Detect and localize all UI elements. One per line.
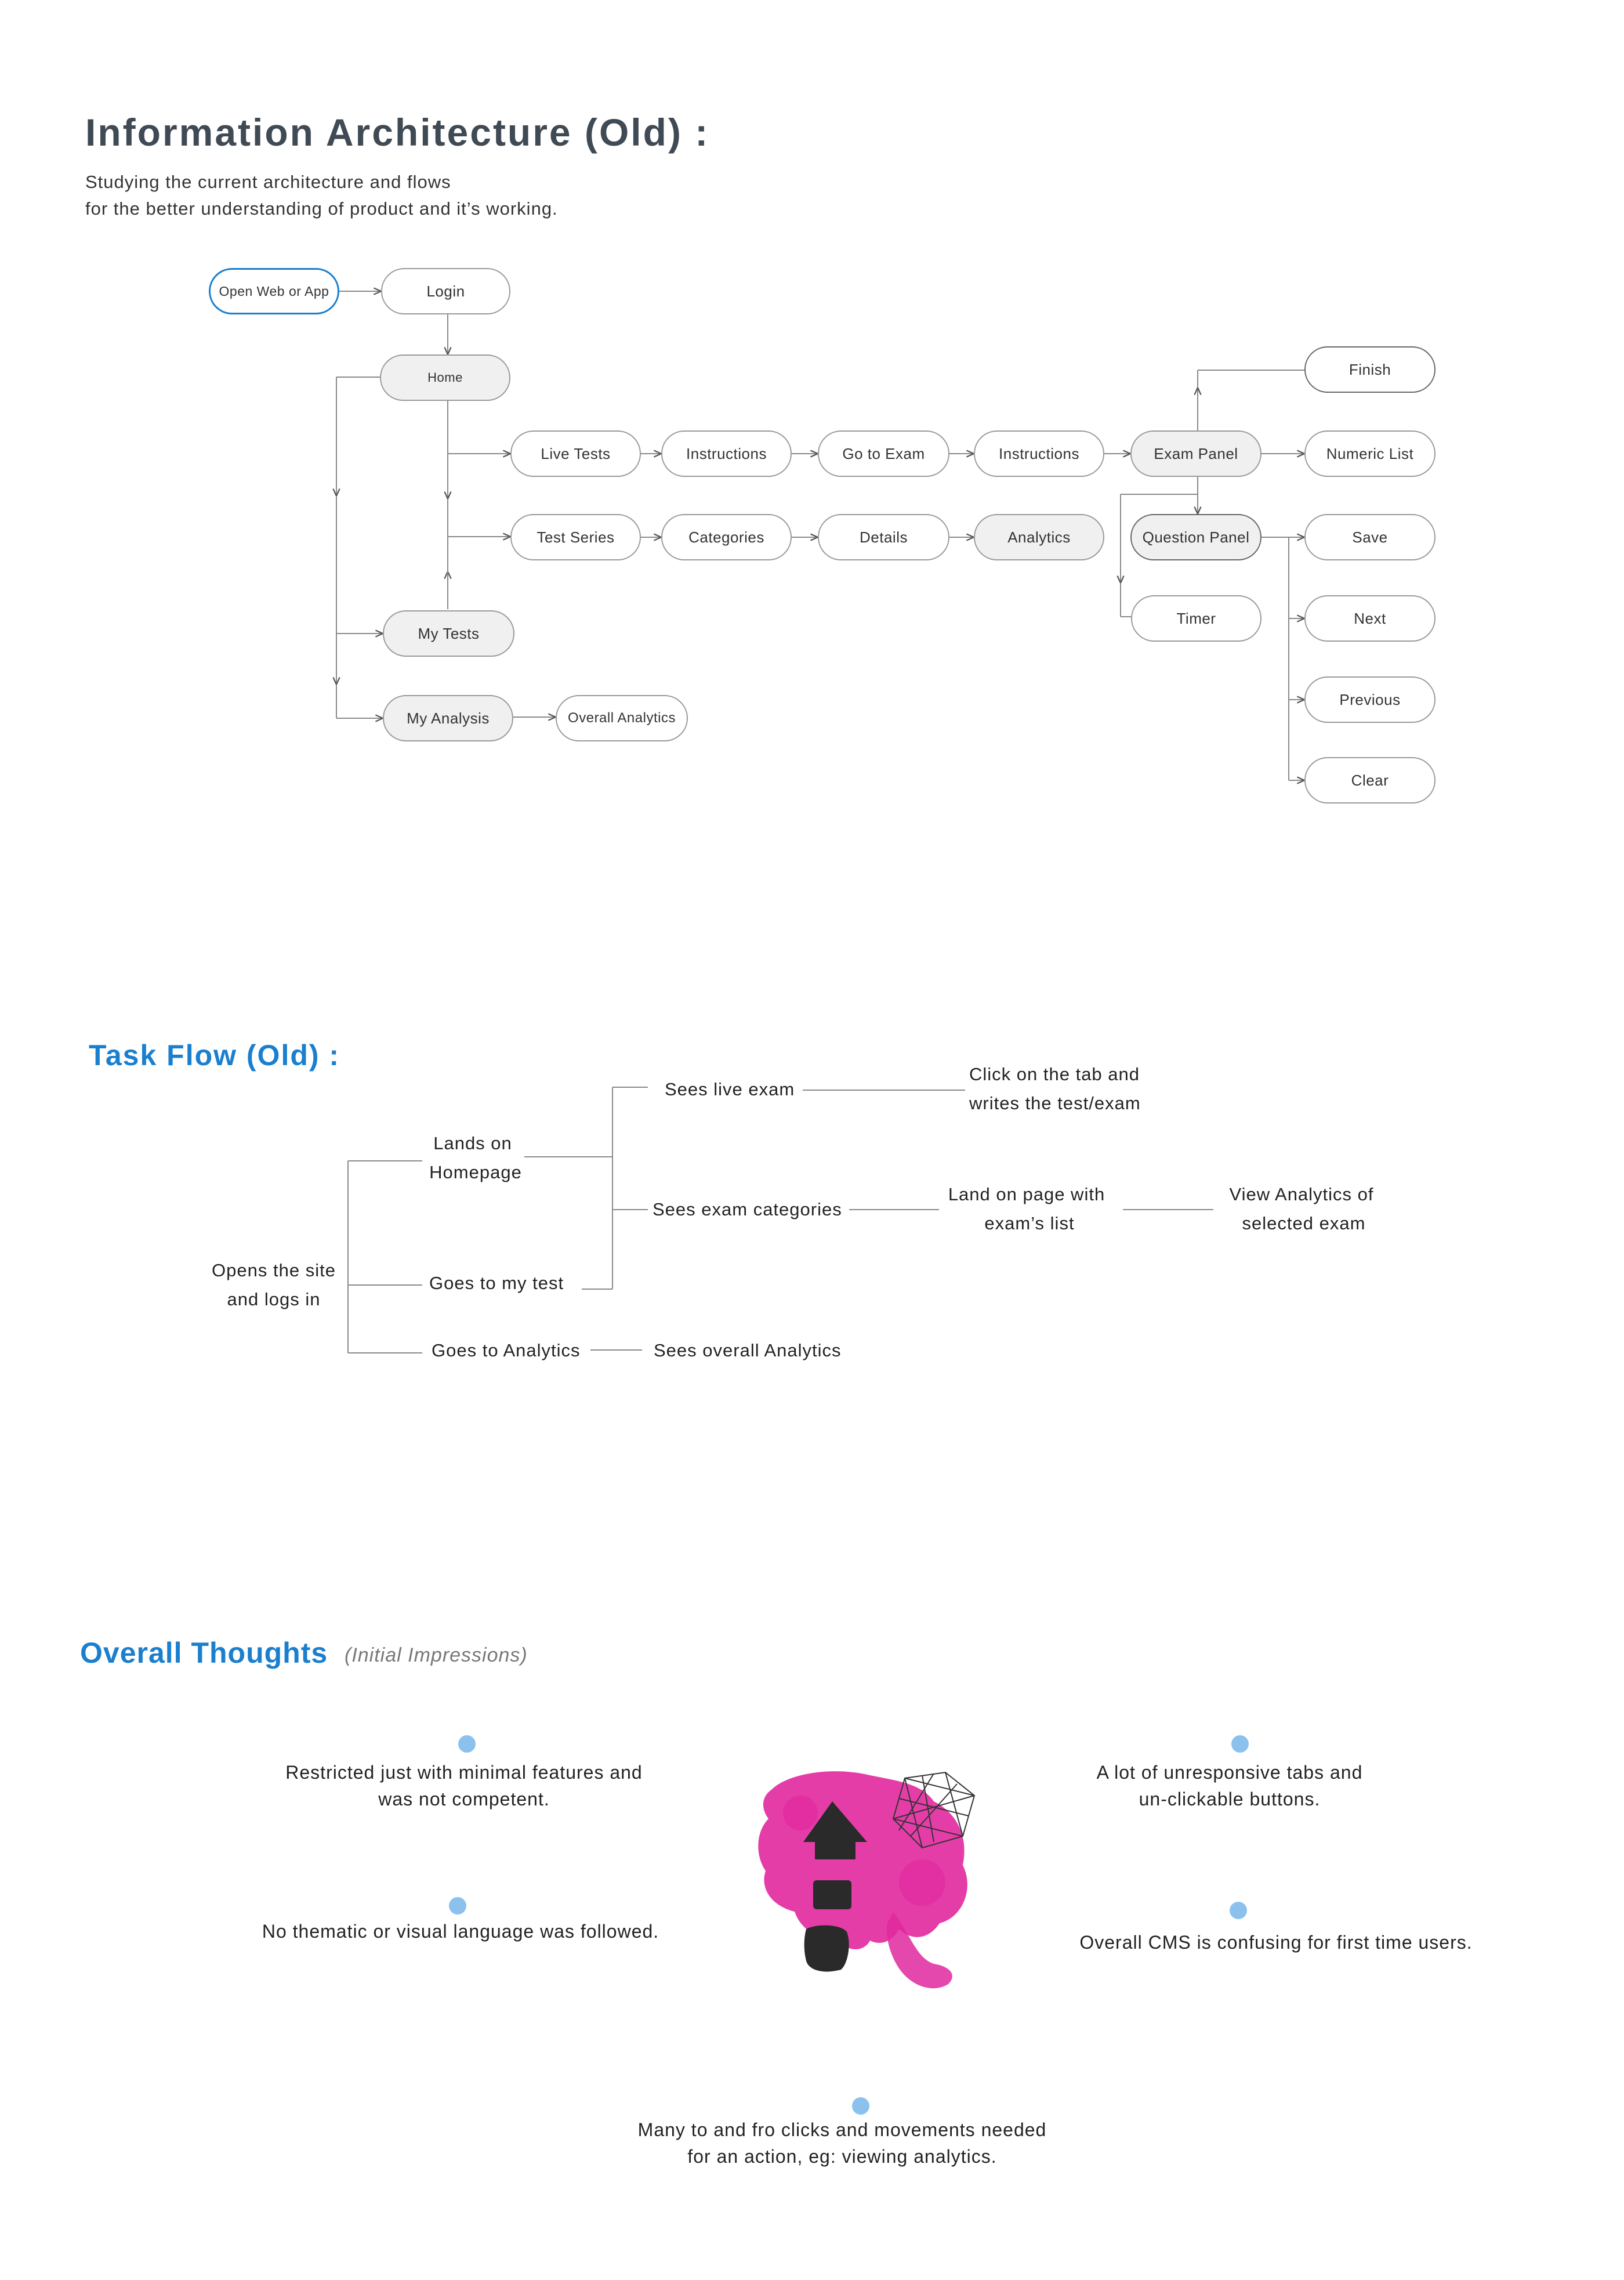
node-exam-panel: Exam Panel bbox=[1130, 430, 1262, 477]
node-timer: Timer bbox=[1131, 595, 1262, 642]
tf-click-tab-2: writes the test/exam bbox=[969, 1093, 1141, 1113]
ink-illustration bbox=[758, 1771, 976, 1989]
node-instructions-1: Instructions bbox=[661, 430, 792, 477]
thought-bullet-1 bbox=[458, 1735, 476, 1753]
thought-3: No thematic or visual language was follo… bbox=[262, 1918, 659, 1945]
node-save: Save bbox=[1304, 514, 1436, 560]
thought-5: Many to and fro clicks and movements nee… bbox=[638, 2116, 1047, 2170]
thought-2: A lot of unresponsive tabs and un-clicka… bbox=[1097, 1759, 1363, 1812]
ia-connectors bbox=[0, 0, 1304, 841]
thought-1-line1: Restricted just with minimal features an… bbox=[285, 1762, 643, 1783]
node-go-to-exam: Go to Exam bbox=[818, 430, 949, 477]
node-numeric-list: Numeric List bbox=[1304, 430, 1436, 477]
node-open-web-or-app: Open Web or App bbox=[209, 268, 339, 314]
task-flow-title: Task Flow (Old) : bbox=[89, 1039, 340, 1072]
node-home: Home bbox=[380, 354, 510, 401]
ia-subtitle-line2: for the better understanding of product … bbox=[85, 198, 558, 219]
tf-view-analytics-1: View Analytics of bbox=[1229, 1184, 1374, 1204]
node-login: Login bbox=[381, 268, 510, 314]
node-question-panel: Question Panel bbox=[1130, 514, 1262, 560]
tf-land-page-2: exam’s list bbox=[984, 1213, 1075, 1233]
thought-1-line2: was not competent. bbox=[378, 1789, 550, 1809]
tf-click-tab-1: Click on the tab and bbox=[969, 1064, 1140, 1084]
node-overall-analytics: Overall Analytics bbox=[556, 695, 688, 741]
tf-sees-overall: Sees overall Analytics bbox=[654, 1340, 842, 1360]
tf-goes-analytics: Goes to Analytics bbox=[432, 1340, 581, 1360]
thought-bullet-3 bbox=[449, 1897, 466, 1915]
thought-4: Overall CMS is confusing for first time … bbox=[1079, 1929, 1472, 1956]
tf-sees-categories: Sees exam categories bbox=[652, 1199, 842, 1219]
tf-opens-site-2: and logs in bbox=[227, 1289, 321, 1309]
node-finish: Finish bbox=[1304, 346, 1436, 393]
thought-4-line1: Overall CMS is confusing for first time … bbox=[1079, 1932, 1473, 1953]
tf-land-page-1: Land on page with bbox=[948, 1184, 1105, 1204]
tf-sees-live: Sees live exam bbox=[665, 1079, 795, 1099]
node-categories: Categories bbox=[661, 514, 792, 560]
thought-3-line1: No thematic or visual language was follo… bbox=[262, 1921, 659, 1942]
node-my-tests: My Tests bbox=[383, 610, 514, 657]
thought-1: Restricted just with minimal features an… bbox=[285, 1759, 642, 1812]
node-details: Details bbox=[818, 514, 949, 560]
tf-lands-on-1: Lands on bbox=[433, 1133, 512, 1153]
thought-bullet-5 bbox=[852, 2097, 869, 2115]
task-flow-connectors bbox=[347, 1087, 1213, 1353]
node-live-tests: Live Tests bbox=[510, 430, 641, 477]
node-instructions-2: Instructions bbox=[974, 430, 1104, 477]
thought-5-line1: Many to and fro clicks and movements nee… bbox=[637, 2119, 1047, 2140]
overall-thoughts-note: (Initial Impressions) bbox=[345, 1644, 528, 1666]
thought-5-line2: for an action, eg: viewing analytics. bbox=[687, 2146, 997, 2167]
node-clear: Clear bbox=[1304, 757, 1436, 804]
thought-bullet-2 bbox=[1231, 1735, 1249, 1753]
ia-subtitle-line1: Studying the current architecture and fl… bbox=[85, 172, 451, 192]
tf-opens-site-1: Opens the site bbox=[212, 1260, 336, 1280]
node-analytics: Analytics bbox=[974, 514, 1104, 560]
thought-2-line1: A lot of unresponsive tabs and bbox=[1096, 1762, 1363, 1783]
tf-lands-on-2: Homepage bbox=[429, 1162, 522, 1182]
overall-thoughts-title: Overall Thoughts bbox=[80, 1637, 328, 1669]
node-my-analysis: My Analysis bbox=[383, 695, 513, 741]
node-next: Next bbox=[1304, 595, 1436, 642]
ia-title: Information Architecture (Old) : bbox=[85, 111, 710, 154]
node-test-series: Test Series bbox=[510, 514, 641, 560]
thought-2-line2: un-clickable buttons. bbox=[1139, 1789, 1321, 1809]
tf-goes-my-test: Goes to my test bbox=[429, 1273, 564, 1293]
node-previous: Previous bbox=[1304, 676, 1436, 723]
tf-view-analytics-2: selected exam bbox=[1242, 1213, 1366, 1233]
thought-bullet-4 bbox=[1230, 1902, 1247, 1919]
